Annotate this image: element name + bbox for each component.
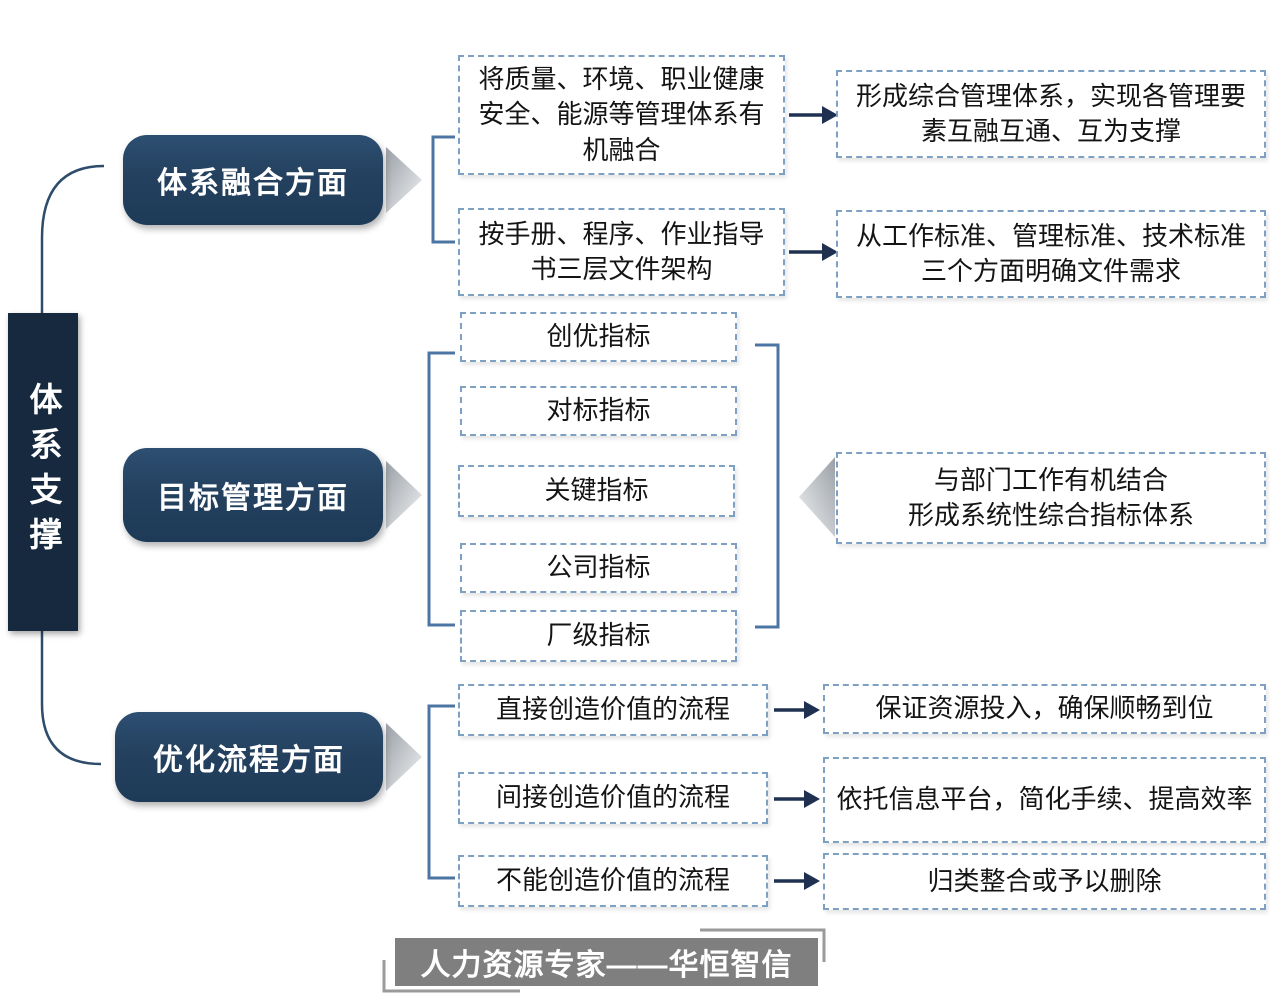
integration-source-box-1: 将质量、环境、职业健康安全、能源等管理体系有机融合 xyxy=(458,55,785,175)
indicator-box-2: 对标指标 xyxy=(460,386,737,436)
section-box-process: 优化流程方面 xyxy=(115,712,383,802)
brand-banner-text: 人力资源专家——华恒智信 xyxy=(420,949,793,982)
chevron-right-icon-goals xyxy=(386,461,422,529)
integration-source-box-2: 按手册、程序、作业指导书三层文件架构 xyxy=(458,208,785,296)
bracket-integration xyxy=(431,135,455,244)
process-source-text-3: 不能创造价值的流程 xyxy=(495,865,730,896)
indicator-label-4: 公司指标 xyxy=(546,552,651,583)
process-result-box-2: 依托信息平台，简化手续、提高效率 xyxy=(823,757,1266,843)
integration-result-box-2: 从工作标准、管理标准、技术标准三个方面明确文件需求 xyxy=(836,210,1266,298)
spine-box: 体系支撑 xyxy=(8,313,78,631)
process-result-text-3: 归类整合或予以删除 xyxy=(927,865,1162,896)
bracket-process xyxy=(427,704,455,880)
indicator-label-2: 对标指标 xyxy=(546,395,651,426)
chevron-right-icon-integration xyxy=(386,147,422,213)
bracket-goals-right xyxy=(755,343,780,629)
indicator-label-1: 创优指标 xyxy=(546,321,651,352)
arrow-head-icon-4 xyxy=(804,790,820,808)
process-source-box-2: 间接创造价值的流程 xyxy=(458,772,768,824)
section-label-process: 优化流程方面 xyxy=(153,744,345,777)
indicator-box-3: 关键指标 xyxy=(458,465,735,517)
indicator-box-5: 厂级指标 xyxy=(460,610,737,662)
banner-corner-top-right xyxy=(700,928,826,962)
banner-corner-bottom-left xyxy=(382,960,520,993)
indicator-label-5: 厂级指标 xyxy=(546,620,651,651)
goals-summary-line1: 与部门工作有机结合 xyxy=(933,464,1168,495)
spine-connector-top xyxy=(40,164,105,313)
bracket-goals-left xyxy=(427,351,455,627)
section-label-goals: 目标管理方面 xyxy=(157,482,349,515)
goals-summary-box: 与部门工作有机结合 形成系统性综合指标体系 xyxy=(836,452,1266,544)
process-source-text-1: 直接创造价值的流程 xyxy=(495,694,730,725)
arrow-head-icon-5 xyxy=(804,872,820,890)
brand-banner: 人力资源专家——华恒智信 xyxy=(395,938,818,986)
chevron-left-icon-summary xyxy=(799,457,835,537)
integration-result-text-1: 形成综合管理体系，实现各管理要素互融互通、互为支撑 xyxy=(855,80,1246,146)
integration-result-text-2: 从工作标准、管理标准、技术标准三个方面明确文件需求 xyxy=(855,220,1246,286)
process-source-box-3: 不能创造价值的流程 xyxy=(458,855,768,907)
section-box-integration: 体系融合方面 xyxy=(123,135,383,225)
process-source-text-2: 间接创造价值的流程 xyxy=(495,782,730,813)
goals-summary-line2: 形成系统性综合指标体系 xyxy=(907,500,1194,530)
indicator-box-1: 创优指标 xyxy=(460,312,737,362)
arrow-head-icon-3 xyxy=(804,701,820,719)
section-label-integration: 体系融合方面 xyxy=(157,167,349,200)
integration-result-box-1: 形成综合管理体系，实现各管理要素互融互通、互为支撑 xyxy=(836,70,1266,158)
process-result-box-1: 保证资源投入，确保顺畅到位 xyxy=(823,684,1266,734)
spine-connector-bottom xyxy=(40,631,102,766)
process-result-text-1: 保证资源投入，确保顺畅到位 xyxy=(875,693,1214,724)
integration-source-text-1: 将质量、环境、职业健康安全、能源等管理体系有机融合 xyxy=(478,64,765,165)
spine-label: 体系支撑 xyxy=(25,382,62,562)
process-source-box-1: 直接创造价值的流程 xyxy=(458,684,768,736)
indicator-label-3: 关键指标 xyxy=(544,475,649,506)
indicator-box-4: 公司指标 xyxy=(460,543,737,593)
process-result-box-3: 归类整合或予以删除 xyxy=(823,853,1266,910)
arrow-head-icon-1 xyxy=(822,106,838,124)
arrow-head-icon-2 xyxy=(822,243,838,261)
chevron-right-icon-process xyxy=(386,723,422,791)
process-result-text-2: 依托信息平台，简化手续、提高效率 xyxy=(836,784,1253,815)
section-box-goals: 目标管理方面 xyxy=(123,448,383,542)
integration-source-text-2: 按手册、程序、作业指导书三层文件架构 xyxy=(478,218,765,284)
